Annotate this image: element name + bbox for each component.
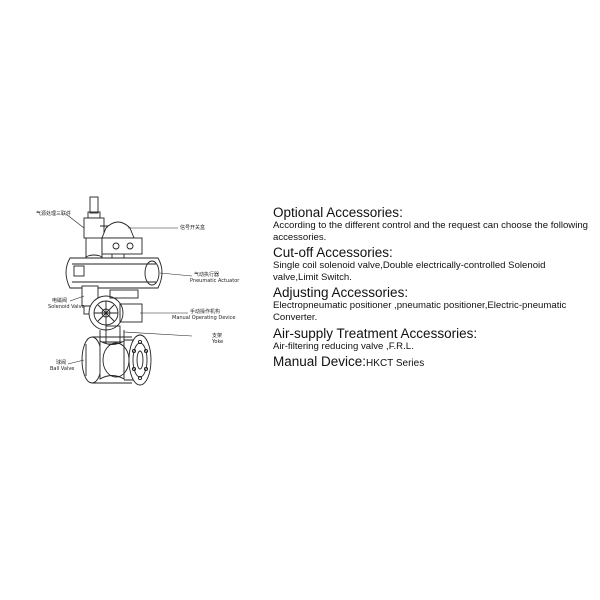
yoke-label-en: Yoke xyxy=(211,339,223,345)
air-supply-description: Air-filtering reducing valve ,F.R.L. xyxy=(273,340,414,352)
solenoid-label-en: Solenoid Valve xyxy=(48,304,85,310)
air-supply-section: Air-supply Treatment Accessories: Air-fi… xyxy=(273,326,593,353)
ball-valve-label-en: Ball Valve xyxy=(50,366,74,372)
valve-drawing: 气源处理三联件 信号开关盒 气动执行器 Pneumatic Actuator 电… xyxy=(36,196,240,386)
cutoff-accessories-section: Cut-off Accessories: Single coil solenoi… xyxy=(273,245,593,283)
valve-assembly-diagram: 气源处理三联件 信号开关盒 气动执行器 Pneumatic Actuator 电… xyxy=(0,0,270,600)
optional-description: According to the different control and t… xyxy=(273,220,589,243)
ball-valve-label-cn: 球阀 xyxy=(56,359,66,366)
manual-device-section: Manual Device:HKCT Series xyxy=(273,354,593,371)
optional-heading-text: Optional Accessories xyxy=(273,205,400,220)
adjusting-heading: Adjusting Accessories: xyxy=(273,285,409,301)
limit-switch-label: 信号开关盒 xyxy=(180,224,205,231)
manual-device-title: Manual Device: xyxy=(273,354,367,370)
solenoid-label-cn: 电磁阀 xyxy=(52,297,67,304)
actuator-label-en: Pneumatic Actuator xyxy=(190,278,240,284)
actuator-label-cn: 气动执行器 xyxy=(194,271,219,278)
air-source-label: 气源处理三联件 xyxy=(36,210,71,217)
air-supply-heading: Air-supply Treatment Accessories: xyxy=(273,325,478,341)
cutoff-description: Single coil solenoid valve,Double electr… xyxy=(273,260,546,283)
adjusting-description: Electropneumatic positioner ,pneumatic p… xyxy=(273,300,567,323)
leader-lines xyxy=(65,213,193,365)
cutoff-heading: Cut-off Accessories: xyxy=(273,245,393,261)
optional-heading-suffix: : xyxy=(399,205,403,220)
section-heading: Optional Accessories: xyxy=(273,205,593,220)
limit-switch-box-drawing xyxy=(101,221,143,255)
yoke-label-cn: 支架 xyxy=(212,332,222,339)
manual-label-cn: 手动操作机构 xyxy=(190,308,220,315)
adjusting-accessories-section: Adjusting Accessories: Electropneumatic … xyxy=(273,285,593,323)
pneumatic-actuator-drawing xyxy=(65,254,163,289)
optional-accessories-section: Optional Accessories: According to the d… xyxy=(273,205,593,243)
manual-label-en: Manual Operating Device xyxy=(172,315,235,321)
ball-valve-body-drawing xyxy=(81,334,152,386)
accessories-description: Optional Accessories: According to the d… xyxy=(273,205,593,373)
manual-device-heading: Manual Device:HKCT Series xyxy=(273,354,593,371)
manual-device-series: HKCT Series xyxy=(366,358,425,370)
